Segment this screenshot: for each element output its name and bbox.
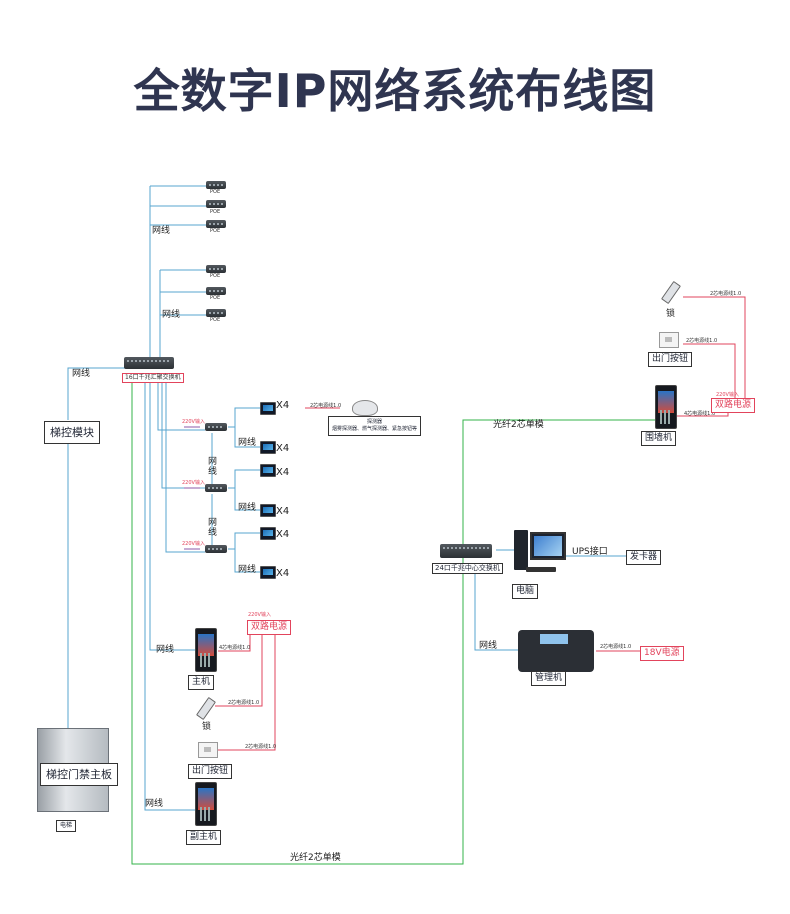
dual-power-box: 双路电源: [711, 398, 756, 413]
quantity-label: X4: [276, 529, 290, 540]
indoor-monitor-icon: [260, 527, 276, 540]
power-cable-label: 2芯电源线1.0: [686, 338, 718, 344]
pc-monitor-icon: [530, 532, 566, 560]
power-18v-box: 18V电源: [640, 646, 684, 661]
main-unit-box: 主机: [188, 675, 215, 690]
indoor-monitor-icon: [260, 441, 276, 454]
power-cable-label: 4芯电源线1.0: [684, 411, 716, 417]
ac-input-label: 220V输入: [182, 419, 205, 425]
switch-16-icon: [124, 357, 174, 369]
ac-input-label: 220V输入: [182, 541, 205, 547]
poe-label: POE: [210, 228, 221, 234]
poe-switch-icon: [206, 265, 226, 273]
pc-tower-icon: [514, 530, 528, 570]
door-station-icon: [195, 628, 217, 672]
switch-16-label: 16口千兆汇聚交换机: [122, 373, 184, 383]
elevator-module-box: 梯控模块: [44, 421, 100, 444]
ac-tags: [184, 426, 200, 550]
quantity-label: X4: [276, 443, 290, 454]
switch-24-icon: [440, 544, 492, 558]
fiber-label: 光纤2芯单模: [493, 420, 544, 430]
poe-switch-icon: [206, 287, 226, 295]
door-station-icon: [195, 782, 217, 826]
fiber-label: 光纤2芯单模: [290, 853, 341, 863]
quantity-label: X4: [276, 467, 290, 478]
quantity-label: X4: [276, 506, 290, 517]
power-cable-label: 2芯电源线1.0: [310, 403, 342, 409]
wall-unit-box: 围墙机: [641, 431, 677, 446]
cable-label-vertical: 线: [208, 528, 218, 538]
elevator-board-box: 梯控门禁主板: [40, 763, 118, 786]
exit-button-box: 出门按钮: [188, 764, 233, 779]
smoke-detector-icon: [352, 400, 378, 416]
manager-unit-icon: [518, 630, 594, 672]
ac-input-label: 220V输入: [182, 480, 205, 486]
cable-label: 网线: [238, 503, 257, 513]
page-title: 全数字IP网络系统布线图: [133, 64, 657, 118]
indoor-monitor-icon: [260, 504, 276, 517]
poe-label: POE: [210, 189, 221, 195]
dual-power-box: 双路电源: [247, 620, 292, 635]
lock-label: 锁: [202, 722, 212, 732]
floor-switch-icon: [205, 484, 227, 492]
cable-label: 网线: [479, 641, 498, 651]
card-issuer-box: 发卡器: [626, 550, 662, 565]
cable-label: 网线: [72, 369, 91, 379]
exit-button-icon: [659, 332, 679, 348]
power-cable-label: 2芯电源线1.0: [228, 700, 260, 706]
keyboard-icon: [526, 567, 556, 572]
computer-box: 电脑: [512, 584, 539, 599]
detector-name: 探测器: [367, 419, 383, 425]
floor-switch-icon: [205, 545, 227, 553]
elevator-box: 电梯: [56, 820, 77, 832]
indoor-monitor-icon: [260, 464, 276, 477]
floor-switch-icon: [205, 423, 227, 431]
cable-label-vertical: 线: [208, 467, 218, 477]
poe-label: POE: [210, 209, 221, 215]
poe-switch-icon: [206, 220, 226, 228]
detector-desc: 烟雾探测器、燃气探测器、紧急按钮等: [332, 426, 418, 432]
exit-button-icon: [198, 742, 218, 758]
ups-label: UPS接口: [572, 547, 608, 557]
exit-button-box: 出门按钮: [648, 352, 693, 367]
poe-label: POE: [210, 273, 221, 279]
power-cable-label: 2芯电源线1.0: [600, 644, 632, 650]
cable-label: 网线: [238, 565, 257, 575]
lock-label: 锁: [666, 309, 676, 319]
door-station-icon: [655, 385, 677, 429]
detector-box: 探测器 烟雾探测器、燃气探测器、紧急按钮等: [328, 416, 422, 436]
network-lines: [67, 185, 626, 811]
cable-label: 网线: [156, 645, 175, 655]
switch-24-label: 24口千兆中心交换机: [432, 563, 503, 574]
poe-switch-icon: [206, 309, 226, 317]
poe-switch-icon: [206, 181, 226, 189]
manager-box: 管理机: [531, 671, 567, 686]
cable-label-vertical: 网: [208, 518, 218, 528]
cable-label: 网线: [238, 438, 257, 448]
cable-label: 网线: [152, 226, 171, 236]
cable-label: 网线: [162, 310, 181, 320]
indoor-monitor-icon: [260, 402, 276, 415]
cable-label: 网线: [145, 799, 164, 809]
quantity-label: X4: [276, 568, 290, 579]
indoor-monitor-icon: [260, 566, 276, 579]
power-cable-label: 2芯电源线1.0: [710, 291, 742, 297]
ac-input-label: 220V输入: [248, 612, 271, 618]
cable-label-vertical: 网: [208, 457, 218, 467]
ac-input-label: 220V输入: [716, 392, 739, 398]
sub-main-unit-box: 副主机: [186, 830, 222, 845]
poe-label: POE: [210, 317, 221, 323]
power-cable-label: 2芯电源线1.0: [245, 744, 277, 750]
power-cable-label: 4芯电源线1.0: [219, 645, 251, 651]
poe-switch-icon: [206, 200, 226, 208]
quantity-label: X4: [276, 400, 290, 411]
poe-label: POE: [210, 295, 221, 301]
